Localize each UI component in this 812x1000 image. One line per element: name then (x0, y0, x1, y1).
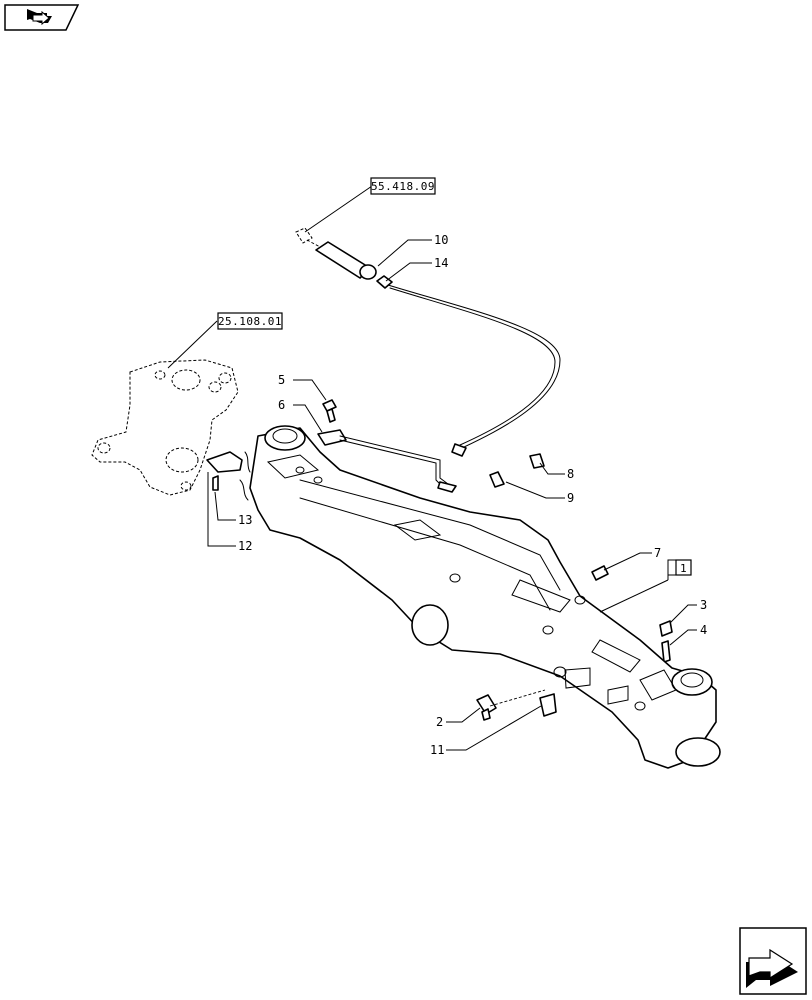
pin-set (489, 453, 545, 488)
grease-fitting (591, 565, 609, 581)
callout-7: 7 (654, 546, 661, 560)
reference-label: 25.108.01 (218, 315, 282, 328)
pipe-bracket (317, 429, 457, 493)
callout-5: 5 (278, 373, 285, 387)
reference-label: 55.418.09 (371, 180, 435, 193)
callout-8: 8 (567, 467, 574, 481)
filler-plug (489, 689, 557, 717)
leader-lines (167, 185, 697, 751)
callout-11: 11 (430, 743, 444, 757)
drain-plug (476, 694, 497, 721)
callout-4: 4 (700, 623, 707, 637)
callout-3: 3 (700, 598, 707, 612)
next-page-arrow-icon (746, 948, 798, 988)
reference-box-25-108-01[interactable]: 25.108.01 (217, 312, 283, 330)
back-nav-button[interactable] (4, 4, 80, 31)
next-page-button[interactable] (739, 927, 807, 995)
callout-14: 14 (434, 256, 448, 270)
hose-assembly (295, 227, 561, 457)
callout-6: 6 (278, 398, 285, 412)
callout-12: 12 (238, 539, 252, 553)
steering-knuckle (91, 359, 239, 496)
reference-label: 1 (680, 562, 687, 575)
book-arrow-icon (27, 9, 52, 26)
callout-10: 10 (434, 233, 448, 247)
axle-housing (249, 425, 721, 769)
reference-box-55-418-09[interactable]: 55.418.09 (370, 177, 436, 195)
callout-2: 2 (436, 715, 443, 729)
nut-and-stud (659, 620, 673, 663)
shim-plate (206, 451, 251, 501)
reference-box-1[interactable]: 1 (675, 559, 692, 576)
callout-9: 9 (567, 491, 574, 505)
bolt (322, 399, 337, 423)
callout-13: 13 (238, 513, 252, 527)
